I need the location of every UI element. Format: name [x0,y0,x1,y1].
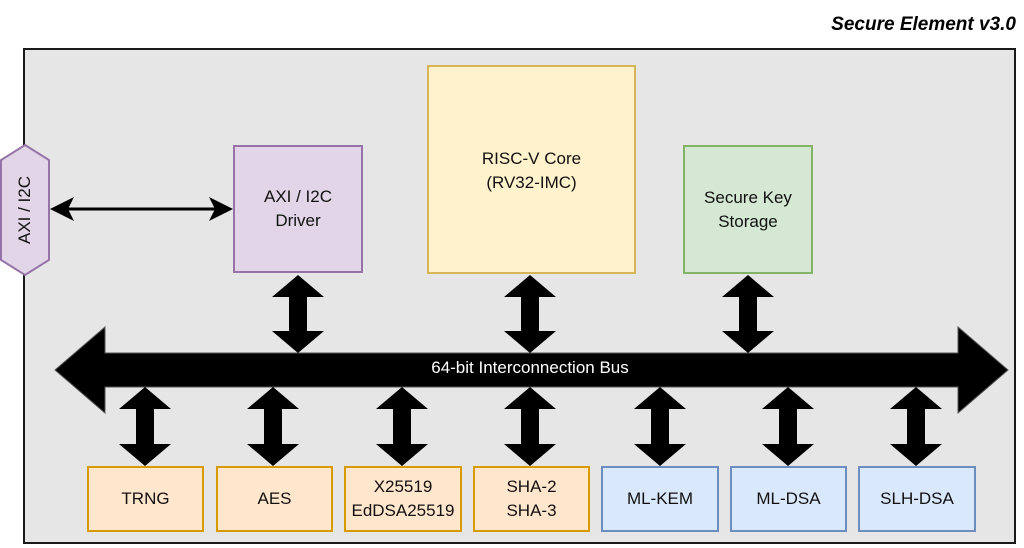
block-label: X25519 EdDSA25519 [351,477,455,520]
block-secure-key-storage[interactable]: Secure Key Storage [683,145,813,274]
block-trng[interactable]: TRNG [87,466,204,532]
block-axi-i2c-driver[interactable]: AXI / I2C Driver [233,145,363,273]
block-label: AES [257,489,292,508]
external-interface-label-wrap: AXI / I2C [0,145,50,275]
external-interface-label: AXI / I2C [15,175,34,245]
block-ml-dsa[interactable]: ML-DSA [730,466,847,532]
bus-link-slhdsa [890,387,942,466]
bus-link-aes [247,387,299,466]
block-label: TRNG [121,489,170,508]
bus-link-mlkem [634,387,686,466]
interconnection-bus-arrow [54,325,1009,415]
link-interface-driver [50,197,233,221]
block-label: ML-KEM [626,489,694,508]
diagram-title: Secure Element v3.0 [831,14,1016,35]
block-ml-kem[interactable]: ML-KEM [601,466,719,532]
external-interface-hexagon[interactable] [0,143,50,277]
block-x25519[interactable]: X25519 EdDSA25519 [344,466,462,532]
block-slh-dsa[interactable]: SLH-DSA [858,466,976,532]
bus-link-keystore [722,275,774,353]
block-label: SHA-2 SHA-3 [506,477,557,520]
bus-link-x25519 [376,387,428,466]
bus-link-core [504,275,556,353]
block-label: SLH-DSA [880,489,954,508]
bus-link-driver [272,275,324,353]
block-label: RISC-V Core (RV32-IMC) [481,149,582,192]
block-aes[interactable]: AES [216,466,333,532]
bus-link-mldsa [762,387,814,466]
bus-label: 64-bit Interconnection Bus [431,358,629,377]
bus-link-sha [504,387,556,466]
block-label: AXI / I2C Driver [263,187,333,230]
block-label: ML-DSA [756,489,821,508]
block-risc-v-core[interactable]: RISC-V Core (RV32-IMC) [427,65,636,274]
block-sha[interactable]: SHA-2 SHA-3 [473,466,590,532]
block-label: Secure Key Storage [704,187,792,231]
bus-link-trng [119,387,171,466]
